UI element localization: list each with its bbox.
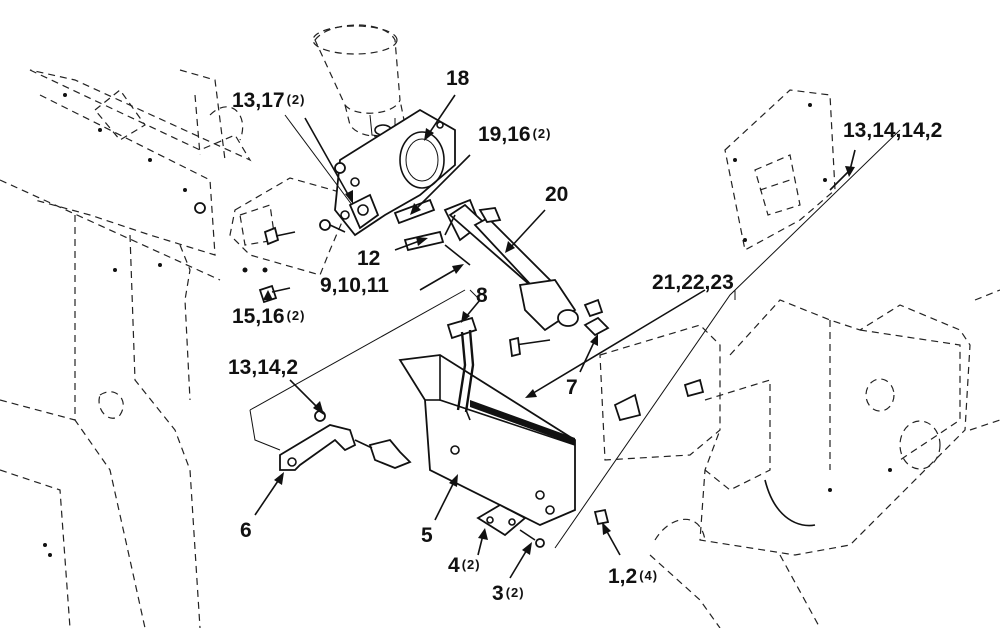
pedal [446, 316, 478, 421]
callout-19-16: 19,16(2) [478, 123, 552, 146]
driveshaft [443, 198, 604, 332]
right-machine [599, 289, 1000, 629]
callout-12: 12 [357, 247, 381, 270]
callout-5: 5 [421, 524, 433, 547]
callout-13-17: 13,17(2) [232, 89, 306, 112]
callout-15-16: 15,16(2) [232, 305, 306, 328]
leader-lines [249, 114, 901, 549]
callout-20: 20 [545, 183, 569, 206]
pedal-bracket [398, 354, 576, 526]
callout-7: 7 [566, 376, 578, 399]
left-frame [0, 69, 252, 629]
callout-13-14-2: 13,14,2 [228, 356, 299, 379]
callout-arrows [254, 94, 856, 579]
pins [393, 198, 551, 358]
callout-4: 4(2) [448, 554, 481, 577]
lever [279, 410, 412, 471]
steering-column [312, 24, 406, 139]
right-plate [724, 89, 851, 251]
callout-13-14-14-2: 13,14,14,2 [843, 119, 943, 142]
bolts-left [194, 202, 296, 304]
clip [583, 316, 610, 337]
callout-8: 8 [476, 284, 488, 307]
callout-6: 6 [240, 519, 252, 542]
small-parts [476, 503, 610, 548]
callout-1-2: 1,2(4) [608, 565, 659, 588]
callout-18: 18 [446, 67, 470, 90]
callout-3: 3(2) [492, 582, 525, 605]
callout-21-22-23: 21,22,23 [652, 271, 734, 294]
small-bracket [319, 162, 380, 233]
callout-9-10-11: 9,10,11 [320, 274, 389, 297]
